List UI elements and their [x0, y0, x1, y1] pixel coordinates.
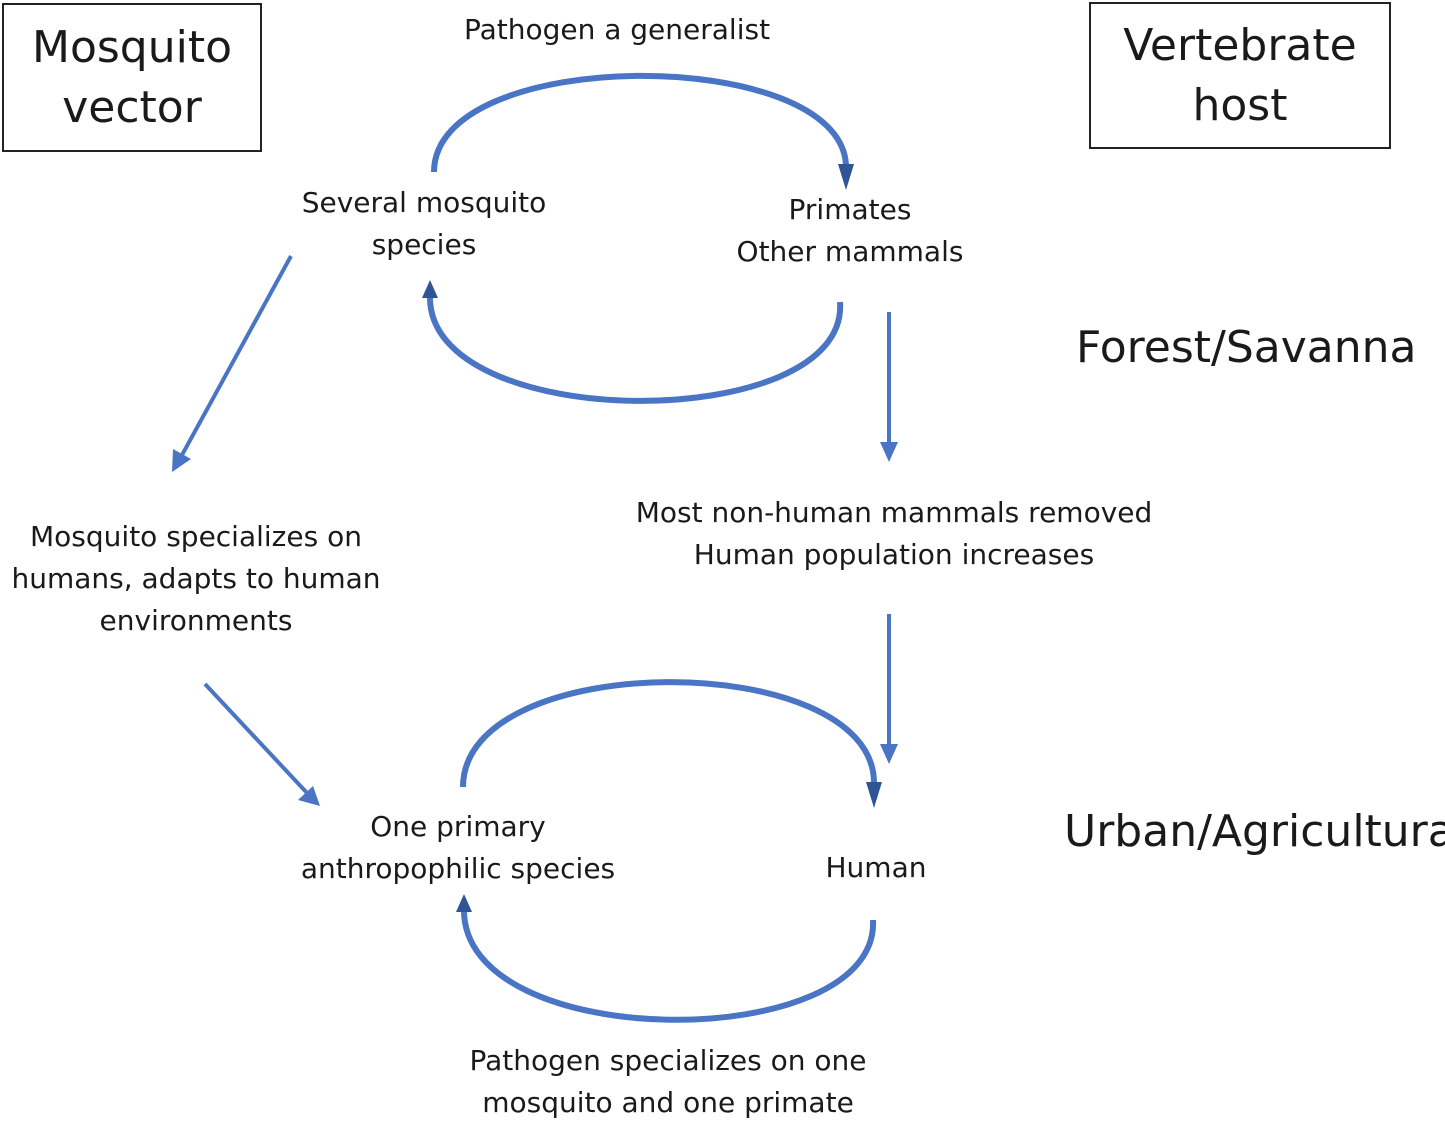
label-mosquito-specializes: Mosquito specializes on humans, adapts t…: [11, 520, 381, 637]
label-one-primary-species: One primary anthropophilic species: [300, 810, 616, 885]
label-human: Human: [825, 851, 927, 884]
mosquito-vector-box: Mosquito vector: [2, 3, 262, 152]
arc-urban-bottom: [460, 907, 877, 1023]
arrowhead-urban-top: [866, 782, 882, 808]
label-pathogen-specializes: Pathogen specializes on one mosquito and…: [469, 1044, 867, 1119]
arc-urban-top: [460, 679, 877, 788]
label-several-mosquito-species: Several mosquito species: [301, 186, 547, 261]
arc-forest-bottom: [426, 294, 844, 404]
arc-forest-top: [431, 72, 849, 173]
arrowhead-forest-top: [838, 164, 854, 190]
vertebrate-host-box: Vertebrate host: [1089, 2, 1391, 149]
arrow-mosquito-to-specializes: [180, 255, 293, 456]
arrowhead-diag-2: [298, 786, 320, 806]
label-pathogen-generalist: Pathogen a generalist: [463, 13, 771, 46]
arrowhead-diag-1: [172, 449, 191, 472]
arrowhead-vert-2: [880, 744, 898, 764]
arrowhead-forest-bottom: [422, 280, 438, 298]
region-forest-savanna: Forest/Savanna: [1076, 322, 1417, 373]
region-urban-agricultural: Urban/Agricultural: [1064, 806, 1445, 857]
label-primates: Primates Other mammals: [736, 193, 964, 268]
arrowhead-vert-1: [880, 442, 898, 462]
arrow-specializes-to-primary: [203, 682, 310, 796]
label-mammals-removed: Most non-human mammals removed Human pop…: [635, 496, 1153, 571]
arrowhead-urban-bottom: [456, 894, 472, 912]
